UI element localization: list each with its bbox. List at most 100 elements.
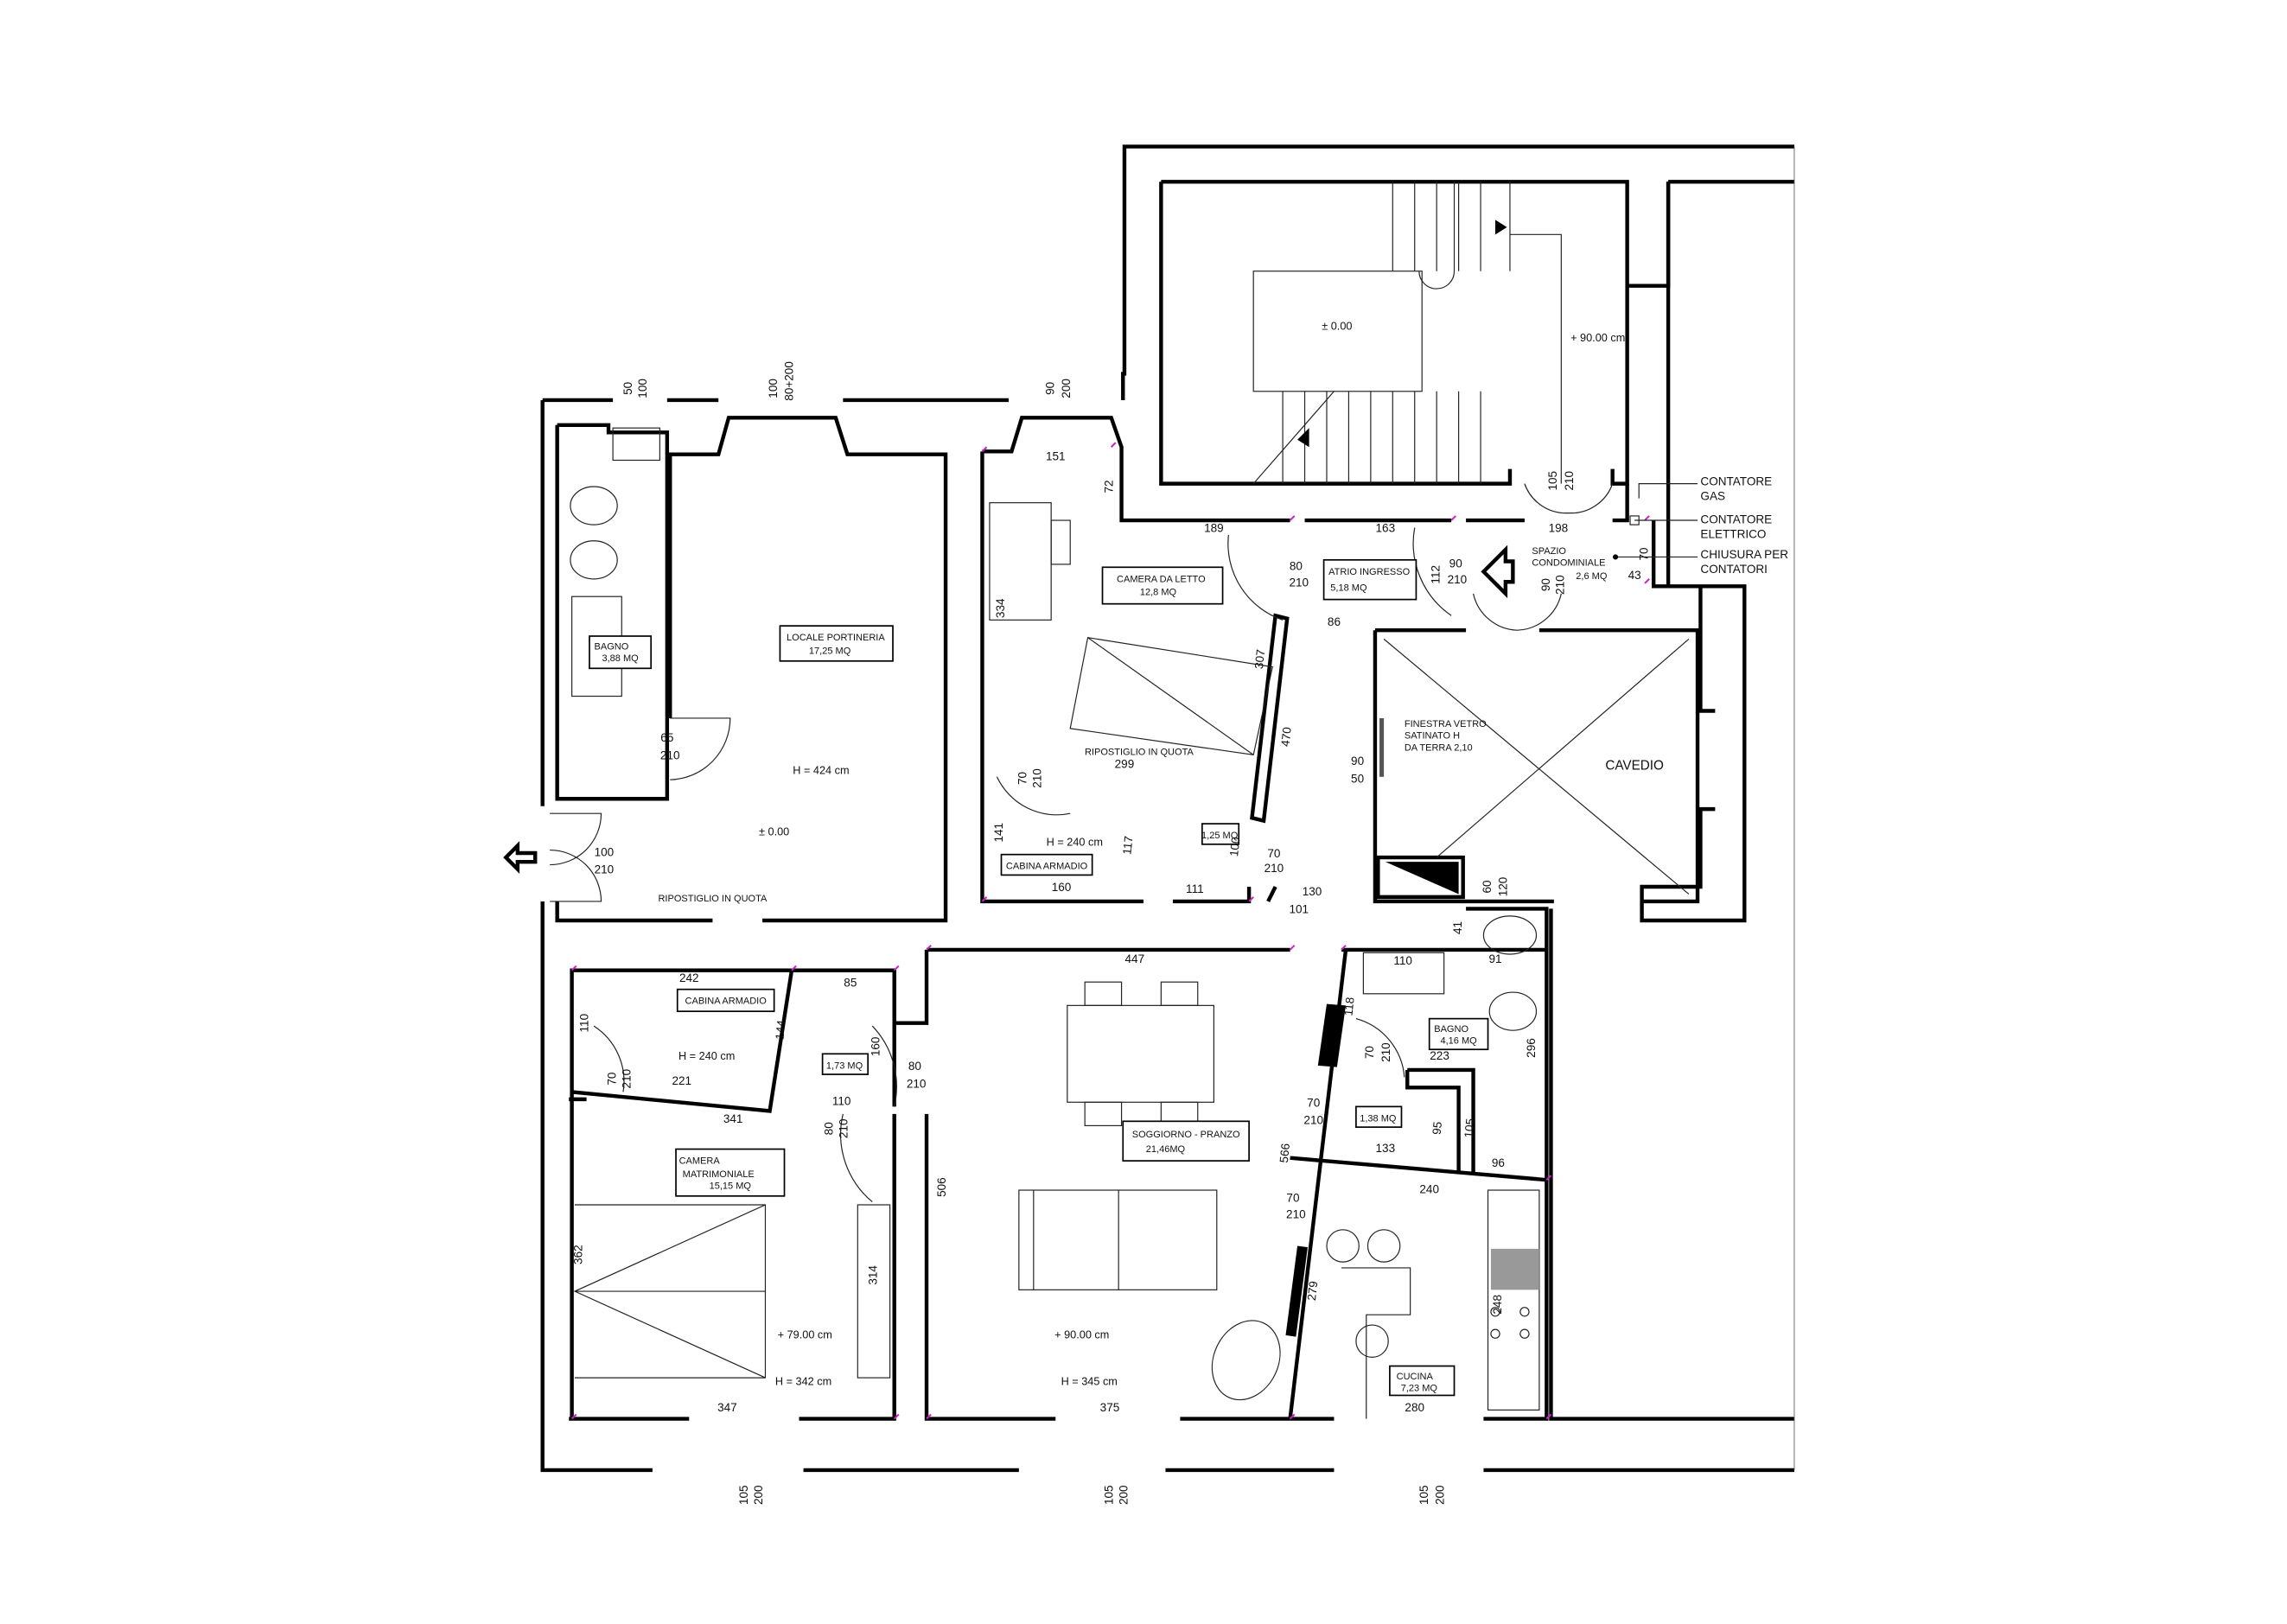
meter-notes: CONTATORE GAS CONTATORE ELETTRICO CHIUSU… [1613,474,1788,576]
room-name: CUCINA [1397,1372,1434,1382]
dimension: 90 [1351,755,1364,767]
ripostiglio-label: RIPOSTIGLIO IN QUOTA [658,894,768,904]
dimension: 210 [1289,576,1309,589]
dimension: 80 [1290,560,1303,573]
dimension: 223 [1430,1049,1449,1062]
dimension-labels: 50 100 100 80+200 90 200 105 210 105 200… [571,361,1650,1505]
window-note: SATINATO H [1405,731,1460,742]
dimension: 65 [660,731,673,744]
staircase [1252,182,1562,485]
dimension: 470 [1278,727,1293,748]
dimension: 314 [866,1265,879,1285]
dimension: 90 [1044,382,1057,395]
dimension: 160 [870,1037,882,1057]
dimension: 43 [1628,569,1641,582]
room-camera-matrimoniale: CAMERA MATRIMONIALE 15,15 MQ + 79.00 cm … [675,1148,832,1388]
dimension: 296 [1525,1038,1538,1058]
dimension: 80+200 [783,361,796,401]
dimension: 160 [1052,881,1072,894]
room-soggiorno: SOGGIORNO - PRANZO 21,46MQ + 90.00 cm H … [1054,1120,1250,1388]
stair-landing-level: + 90.00 cm [1570,331,1625,344]
note-electric: CONTATORE [1700,513,1772,525]
room-closet-mid: 1,73 MQ [821,1053,870,1075]
walls [540,144,1795,1473]
dimension: 189 [1204,522,1224,535]
room-antibagno: 1,38 MQ [1355,1105,1403,1128]
room-level: + 79.00 cm [778,1328,832,1341]
dimension: 334 [994,598,1007,618]
dimension: 100 [636,379,649,398]
dimension: 105 [1417,1485,1430,1505]
dimension: 111 [1186,882,1204,895]
dimension: 151 [1046,449,1066,462]
dimension: 90 [1449,557,1462,570]
room-name: CABINA ARMADIO [1006,862,1088,872]
room-area: 1,25 MQ [1201,831,1239,841]
window-note: DA TERRA 2,10 [1405,742,1473,753]
dimension: 70 [1637,547,1650,560]
dimension: 198 [1549,522,1569,535]
dimension: 163 [1376,522,1396,535]
dimension: 200 [1060,379,1073,398]
room-level: + 90.00 cm [1054,1328,1109,1341]
note-meter-cover: CONTATORI [1700,563,1768,576]
stair-level: ± 0.00 [1322,320,1352,333]
dimension: 341 [723,1112,743,1125]
room-name: SOGGIORNO - PRANZO [1132,1130,1240,1140]
room-name: BAGNO [595,641,629,652]
cavedio-cross [1383,638,1690,895]
room-area: 1,38 MQ [1360,1113,1397,1124]
dimension: 566 [1277,1143,1292,1163]
room-area: 12,8 MQ [1140,588,1177,598]
room-cabina-armadio-2: CABINA ARMADIO H = 240 cm [676,988,775,1062]
dimension: 70 [1286,1192,1299,1205]
room-name: LOCALE PORTINERIA [787,633,885,643]
dimension: 133 [1376,1142,1396,1155]
furniture [570,427,1540,1419]
dimension: 200 [1117,1485,1130,1505]
window-note: FINESTRA VETRO [1405,719,1487,729]
dimension: 50 [1351,773,1364,786]
room-cabina-armadio-1: CABINA ARMADIO H = 240 cm [1000,836,1103,876]
dimension: 210 [837,1118,850,1138]
dimension: 100 [1227,837,1242,857]
room-bagno-large: BAGNO 4,16 MQ [1428,1017,1489,1051]
room-area: 5,18 MQ [1330,583,1367,593]
room-height: H = 424 cm [793,763,849,776]
dimension: 280 [1405,1401,1424,1414]
room-bagno-small: BAGNO 3,88 MQ [589,635,653,670]
note-gas: GAS [1700,489,1725,502]
dimension: 144 [773,1019,787,1041]
dimension: 210 [907,1077,927,1090]
room-atrio: ATRIO INGRESSO 5,18 MQ [1322,558,1417,601]
room-level: ± 0.00 [759,825,789,838]
dimension: 210 [1303,1114,1323,1127]
room-name: CONDOMINIALE [1532,558,1605,569]
dimension: 110 [832,1095,851,1108]
dimension: 105 [1102,1485,1115,1505]
room-height: H = 345 cm [1061,1375,1118,1388]
dimension: 299 [1115,758,1135,771]
dimension: 375 [1100,1401,1120,1414]
dimension: 101 [1289,903,1309,916]
building-entrance-arrow-icon [1481,545,1515,599]
dimension: 72 [1102,480,1115,493]
dimension: 50 [621,382,634,395]
entrance-arrow-icon [503,841,538,874]
dimension: 105 [737,1485,750,1505]
room-height: H = 240 cm [1047,836,1103,849]
dimension: 105 [1462,1118,1476,1138]
dimension: 447 [1125,952,1145,965]
dimension: 210 [1563,471,1576,491]
dimension: 210 [620,1069,633,1089]
room-name: CAVEDIO [1605,758,1664,773]
dimension: 347 [717,1401,737,1414]
dimension: 95 [1430,1121,1444,1136]
dimension: 210 [660,748,680,761]
room-name: CABINA ARMADIO [685,997,768,1007]
dimension: 200 [752,1485,765,1505]
dimension: 118 [1341,997,1356,1016]
dimension: 90 [1539,578,1552,591]
dimension: 70 [1307,1096,1320,1109]
